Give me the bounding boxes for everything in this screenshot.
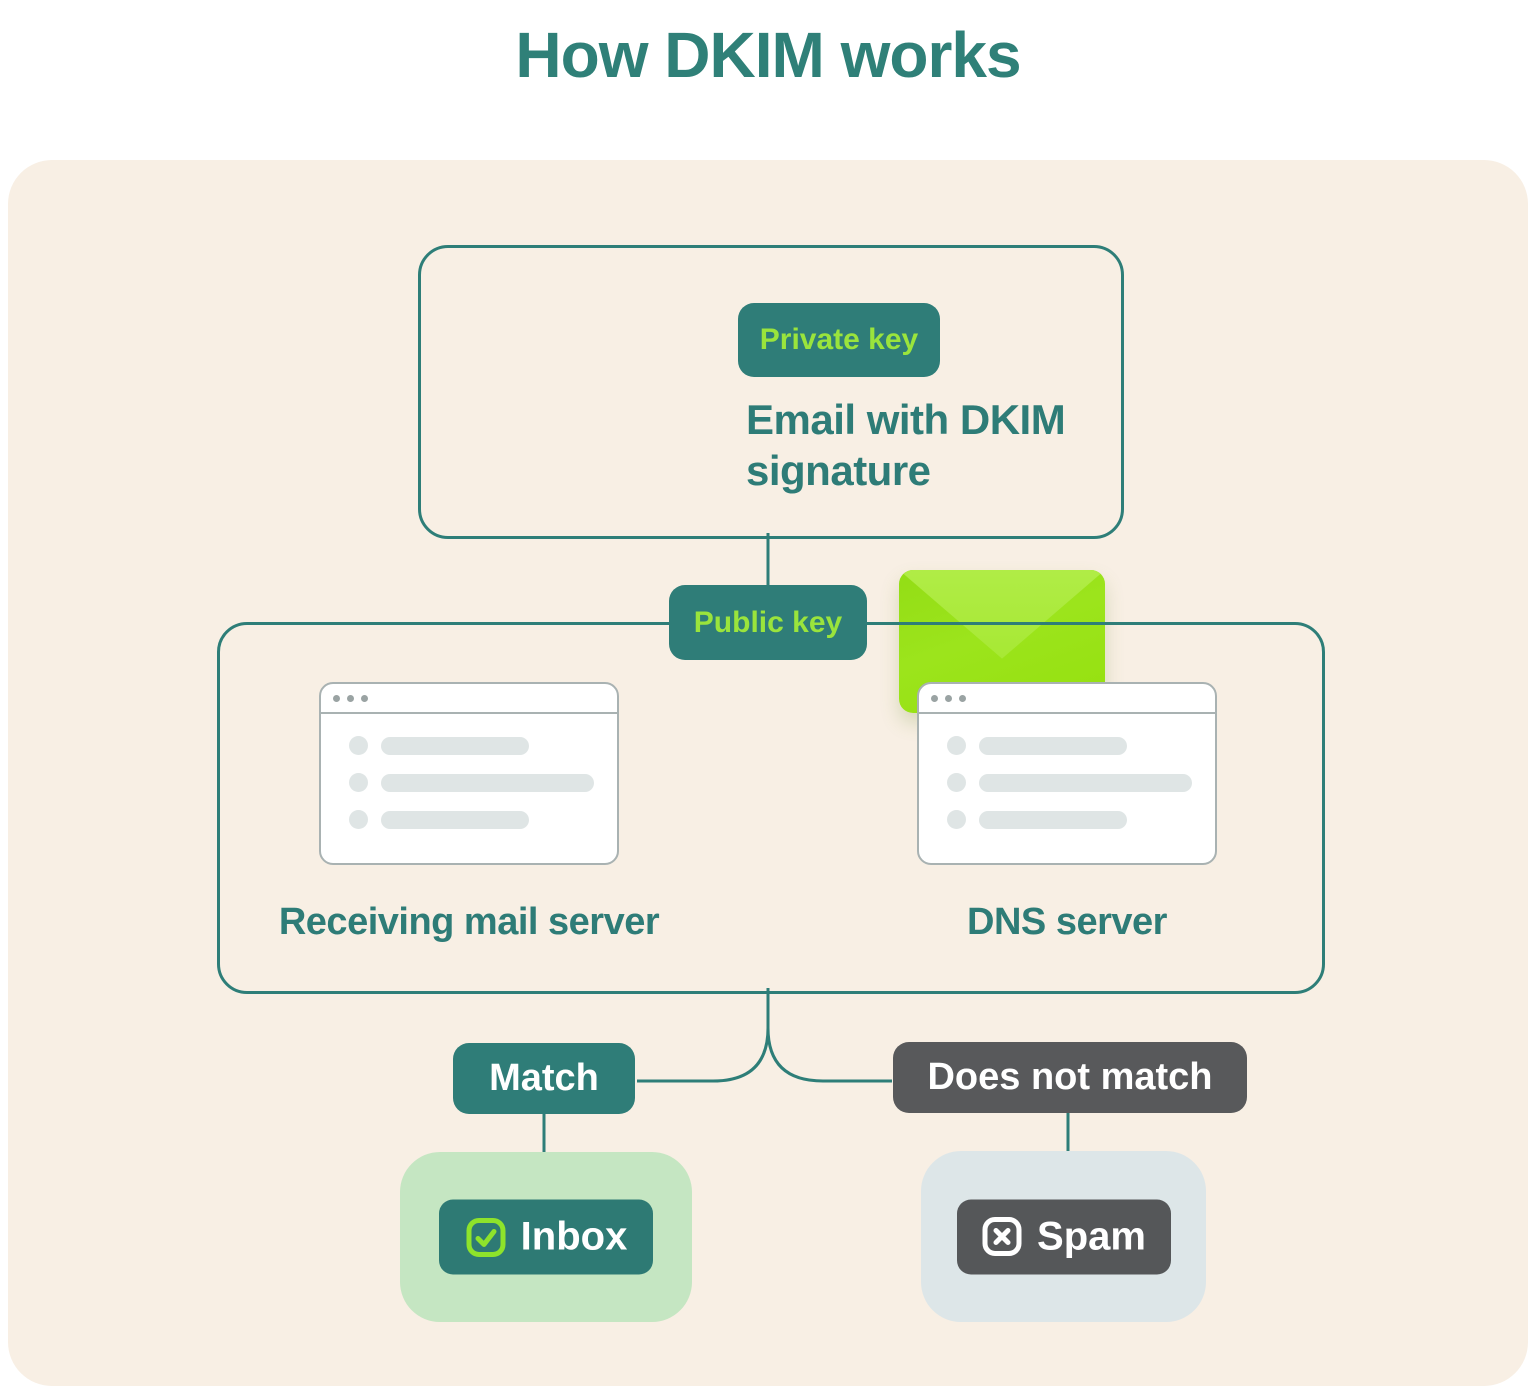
browser-window-icon	[319, 682, 619, 865]
window-dot-icon	[931, 694, 938, 702]
x-square-icon	[982, 1217, 1022, 1256]
window-dot-icon	[333, 694, 340, 702]
bullet-dot	[349, 736, 368, 755]
private-key-badge: Private key	[738, 303, 940, 377]
receiving-mail-server-label: Receiving mail server	[278, 901, 660, 943]
public-key-badge: Public key	[669, 585, 867, 660]
bullet-dot	[947, 773, 966, 792]
spam-button: Spam	[956, 1199, 1171, 1274]
inbox-result-box: Inbox	[400, 1152, 692, 1322]
text-line-placeholder	[979, 773, 1192, 792]
window-titlebar	[919, 684, 1215, 714]
window-titlebar	[321, 684, 617, 714]
spam-result-box: Spam	[921, 1151, 1206, 1322]
email-signing-box	[418, 245, 1124, 713]
window-row	[349, 773, 617, 792]
window-row	[947, 810, 1215, 829]
checkbox-checked-icon	[466, 1217, 506, 1257]
text-line-placeholder	[381, 810, 529, 829]
browser-window-icon	[917, 682, 1217, 865]
text-line-placeholder	[979, 810, 1127, 829]
window-dot-icon	[959, 694, 966, 702]
window-row	[349, 810, 617, 829]
window-row	[947, 736, 1215, 755]
window-dot-icon	[361, 694, 368, 702]
window-dot-icon	[347, 694, 354, 702]
does-not-match-badge: Does not match	[893, 1042, 1247, 1113]
window-row	[947, 773, 1215, 792]
match-badge: Match	[453, 1043, 635, 1114]
inbox-label: Inbox	[520, 1214, 628, 1259]
dns-server-label: DNS server	[967, 901, 1167, 943]
window-row	[349, 736, 617, 755]
window-dot-icon	[945, 694, 952, 702]
text-line-placeholder	[979, 736, 1127, 755]
text-line-placeholder	[381, 736, 529, 755]
bullet-dot	[349, 773, 368, 792]
text-line-placeholder	[381, 773, 594, 792]
window-content	[919, 714, 1215, 829]
spam-label: Spam	[1037, 1214, 1146, 1258]
bullet-dot	[349, 810, 368, 829]
email-with-dkim-label: Email with DKIM signature	[746, 396, 1066, 495]
inbox-button: Inbox	[439, 1199, 653, 1275]
page-title: How DKIM works	[515, 19, 1021, 91]
bullet-dot	[947, 810, 966, 829]
bullet-dot	[947, 736, 966, 755]
window-content	[321, 714, 617, 829]
